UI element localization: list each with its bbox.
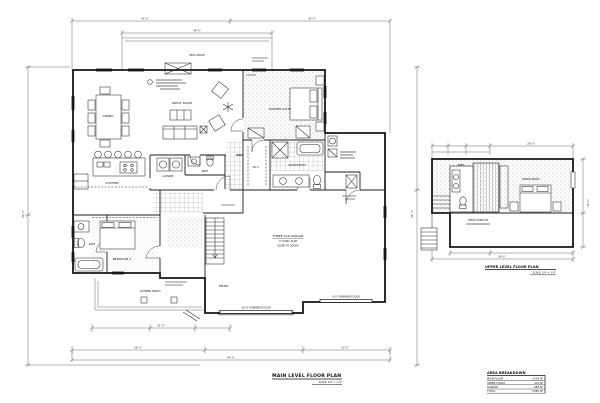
overhead-door-16 bbox=[219, 310, 293, 314]
kitchen-label: KITCHEN bbox=[106, 181, 119, 185]
upper-plank-floor bbox=[472, 162, 500, 213]
deck-label: DECK ABOVE bbox=[189, 54, 205, 57]
master-bath-label: MASTER BATH bbox=[289, 164, 306, 167]
dim-right-height: 46'-0" bbox=[410, 210, 414, 218]
upper-title-text: UPPER LEVEL FLOOR PLAN bbox=[485, 265, 539, 269]
main-plan-title: MAIN LEVEL FLOOR PLAN SCALE: 1/4" = 1'-0… bbox=[272, 373, 342, 385]
main-title-text: MAIN LEVEL FLOOR PLAN bbox=[272, 373, 341, 379]
upper-floor-plan: 28'-0" 16'-0" 24'-0" BATH BONUS ROOM bbox=[420, 142, 590, 276]
laundry-fixtures: LAUNDRY BATH bbox=[156, 155, 214, 178]
powder-label: BATH bbox=[202, 170, 209, 173]
windows bbox=[71, 68, 387, 275]
main-floor-plan: DECK ABOVE bbox=[71, 37, 387, 385]
overhead-door-9-label: 9'-0" OVERHEAD DOOR bbox=[332, 296, 360, 299]
kitchen-fixtures: KITCHEN bbox=[73, 150, 148, 190]
upper-dim-height: 16'-0" bbox=[586, 199, 590, 207]
great-room-label: GREAT ROOM bbox=[172, 101, 193, 105]
bedroom2-label: BEDROOM 2 bbox=[113, 257, 132, 261]
upper-room-label: BONUS ROOM bbox=[523, 178, 540, 181]
overhead-door-9 bbox=[319, 299, 373, 303]
area-row-value: 414 SF bbox=[534, 381, 543, 385]
upper-dim-width: 28'-0" bbox=[527, 142, 535, 146]
mech-room bbox=[327, 135, 358, 189]
dim-deck-width: 34'-0" bbox=[193, 29, 201, 33]
dim-porch-width: 14'-0" bbox=[157, 324, 165, 328]
bath2-label: BATH bbox=[89, 243, 96, 246]
dim-bottom-right: 20'-0" bbox=[341, 346, 349, 350]
garage: THREE CAR GARAGE 4" CONC. SLAB SLOPE TO … bbox=[218, 234, 373, 316]
great-room-furniture: GREAT ROOM bbox=[162, 81, 234, 140]
master-suite-label: MASTER SUITE bbox=[269, 107, 291, 111]
area-row-label: MAIN FLOOR bbox=[487, 377, 503, 381]
upper-bath-label: BATH bbox=[458, 164, 465, 167]
upper-stairs bbox=[420, 195, 450, 251]
wic-label: W.I.C. bbox=[253, 166, 260, 169]
covered-porch: COVERED PORCH bbox=[94, 278, 205, 322]
upper-bath-fixtures: BATH bbox=[451, 164, 467, 209]
deck-outline: DECK ABOVE bbox=[121, 37, 273, 70]
dimension-frame: 42'-0" 42'-0" 34'-0" 52'-0" 46'-0" 26'-0… bbox=[21, 17, 420, 368]
entry-label: ENTRY bbox=[219, 284, 229, 288]
dining-label: DINING bbox=[103, 114, 115, 118]
hall-tile bbox=[226, 141, 242, 189]
garage-label-2: 4" CONC. SLAB bbox=[279, 240, 297, 243]
upper-bed bbox=[509, 171, 576, 213]
master-suite-furniture: MASTER SUITE bbox=[247, 75, 325, 139]
garage-label-1: THREE CAR GARAGE bbox=[272, 234, 304, 238]
den-carpet bbox=[167, 217, 203, 248]
laundry-label: LAUNDRY bbox=[162, 175, 174, 178]
area-breakdown: AREA BREAKDOWN MAIN FLOOR 2134 SF UPPER … bbox=[487, 371, 546, 394]
upper-closet bbox=[499, 165, 509, 209]
upper-note-label: OPEN TO BELOW bbox=[468, 219, 489, 222]
garage-label-3: SLOPE TO DOORS bbox=[277, 245, 299, 248]
covered-porch-label: COVERED PORCH bbox=[140, 290, 161, 293]
area-breakdown-title: AREA BREAKDOWN bbox=[487, 371, 526, 375]
upper-dim-bottom: 24'-0" bbox=[498, 255, 506, 259]
dim-top-left: 42'-0" bbox=[141, 17, 149, 21]
area-row-value: 2134 SF bbox=[532, 377, 543, 381]
area-row-label: UPPER FLOOR bbox=[487, 381, 505, 385]
dim-bottom-left: 26'-0" bbox=[134, 346, 142, 350]
overhead-door-16-label: 16'-0" OVERHEAD DOOR bbox=[241, 307, 271, 310]
area-row-value: 883 SF bbox=[534, 385, 543, 389]
main-scale-note: SCALE: 1/4" = 1'-0" bbox=[319, 381, 342, 384]
upper-scale-note: SCALE: 1/4" = 1'-0" bbox=[533, 272, 556, 275]
upper-plan-title: UPPER LEVEL FLOOR PLAN SCALE: 1/4" = 1'-… bbox=[485, 265, 556, 276]
master-bath-fixtures: W.I.C. MASTER BATH bbox=[247, 141, 324, 189]
dim-bottom-total: 84'-0" bbox=[227, 356, 235, 360]
area-row-label: GARAGE bbox=[487, 385, 498, 389]
area-breakdown-table: MAIN FLOOR 2134 SF UPPER FLOOR 414 SF GA… bbox=[487, 375, 546, 394]
fireplace bbox=[147, 62, 192, 90]
dining-furniture: DINING bbox=[87, 86, 130, 148]
area-row-label: TOTAL bbox=[487, 389, 496, 393]
upper-dimensions: 28'-0" 16'-0" 24'-0" bbox=[429, 142, 590, 262]
area-row-value: 2548 SF bbox=[532, 389, 543, 393]
bedroom2-furniture: BEDROOM 2 BATH bbox=[73, 217, 158, 272]
dim-top-right: 42'-0" bbox=[308, 17, 316, 21]
stairs: ENTRY bbox=[205, 217, 229, 288]
entry-tile bbox=[153, 192, 203, 213]
dim-left-height: 52'-0" bbox=[21, 210, 25, 218]
